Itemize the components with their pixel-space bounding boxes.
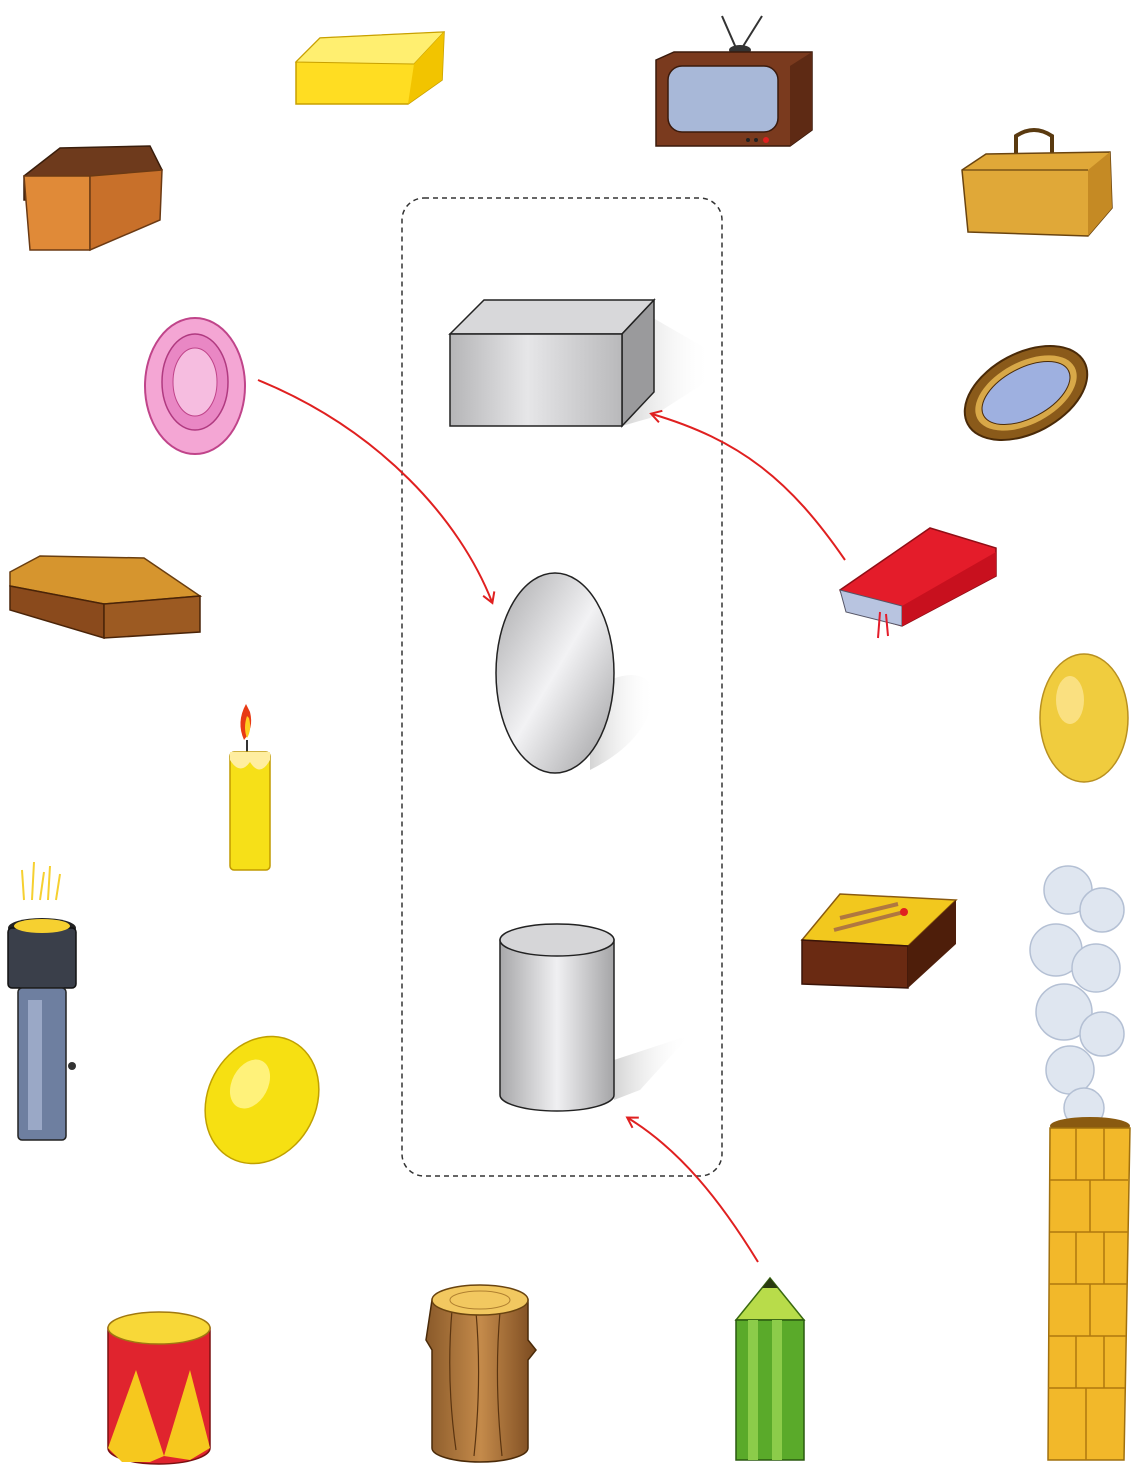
butter-block-icon[interactable]	[296, 32, 444, 104]
television-icon[interactable]	[656, 16, 812, 146]
book-icon[interactable]	[840, 528, 996, 638]
arrow-pencil-to-cylinder	[628, 1118, 758, 1262]
arrow-book-to-cuboid	[652, 414, 845, 560]
ellipsoid-shape[interactable]	[496, 573, 655, 773]
chimney-with-smoke-icon[interactable]	[1030, 866, 1130, 1460]
oval-mirror-icon[interactable]	[949, 327, 1103, 460]
flashlight-icon[interactable]	[8, 862, 76, 1140]
suitcase-icon[interactable]	[962, 130, 1112, 236]
cake-slab-icon[interactable]	[10, 556, 200, 638]
lemon-icon[interactable]	[183, 1016, 340, 1183]
tree-stump-icon[interactable]	[426, 1285, 536, 1462]
drum-icon[interactable]	[108, 1312, 210, 1464]
bread-loaf-icon[interactable]	[24, 146, 162, 250]
matchbox-icon[interactable]	[802, 894, 956, 988]
cylinder-shape[interactable]	[500, 924, 690, 1111]
cuboid-shape[interactable]	[450, 300, 712, 426]
pencil-icon[interactable]	[736, 1278, 804, 1460]
pink-plate-icon[interactable]	[145, 318, 245, 454]
candle-icon[interactable]	[230, 704, 270, 870]
egg-icon[interactable]	[1040, 654, 1128, 782]
